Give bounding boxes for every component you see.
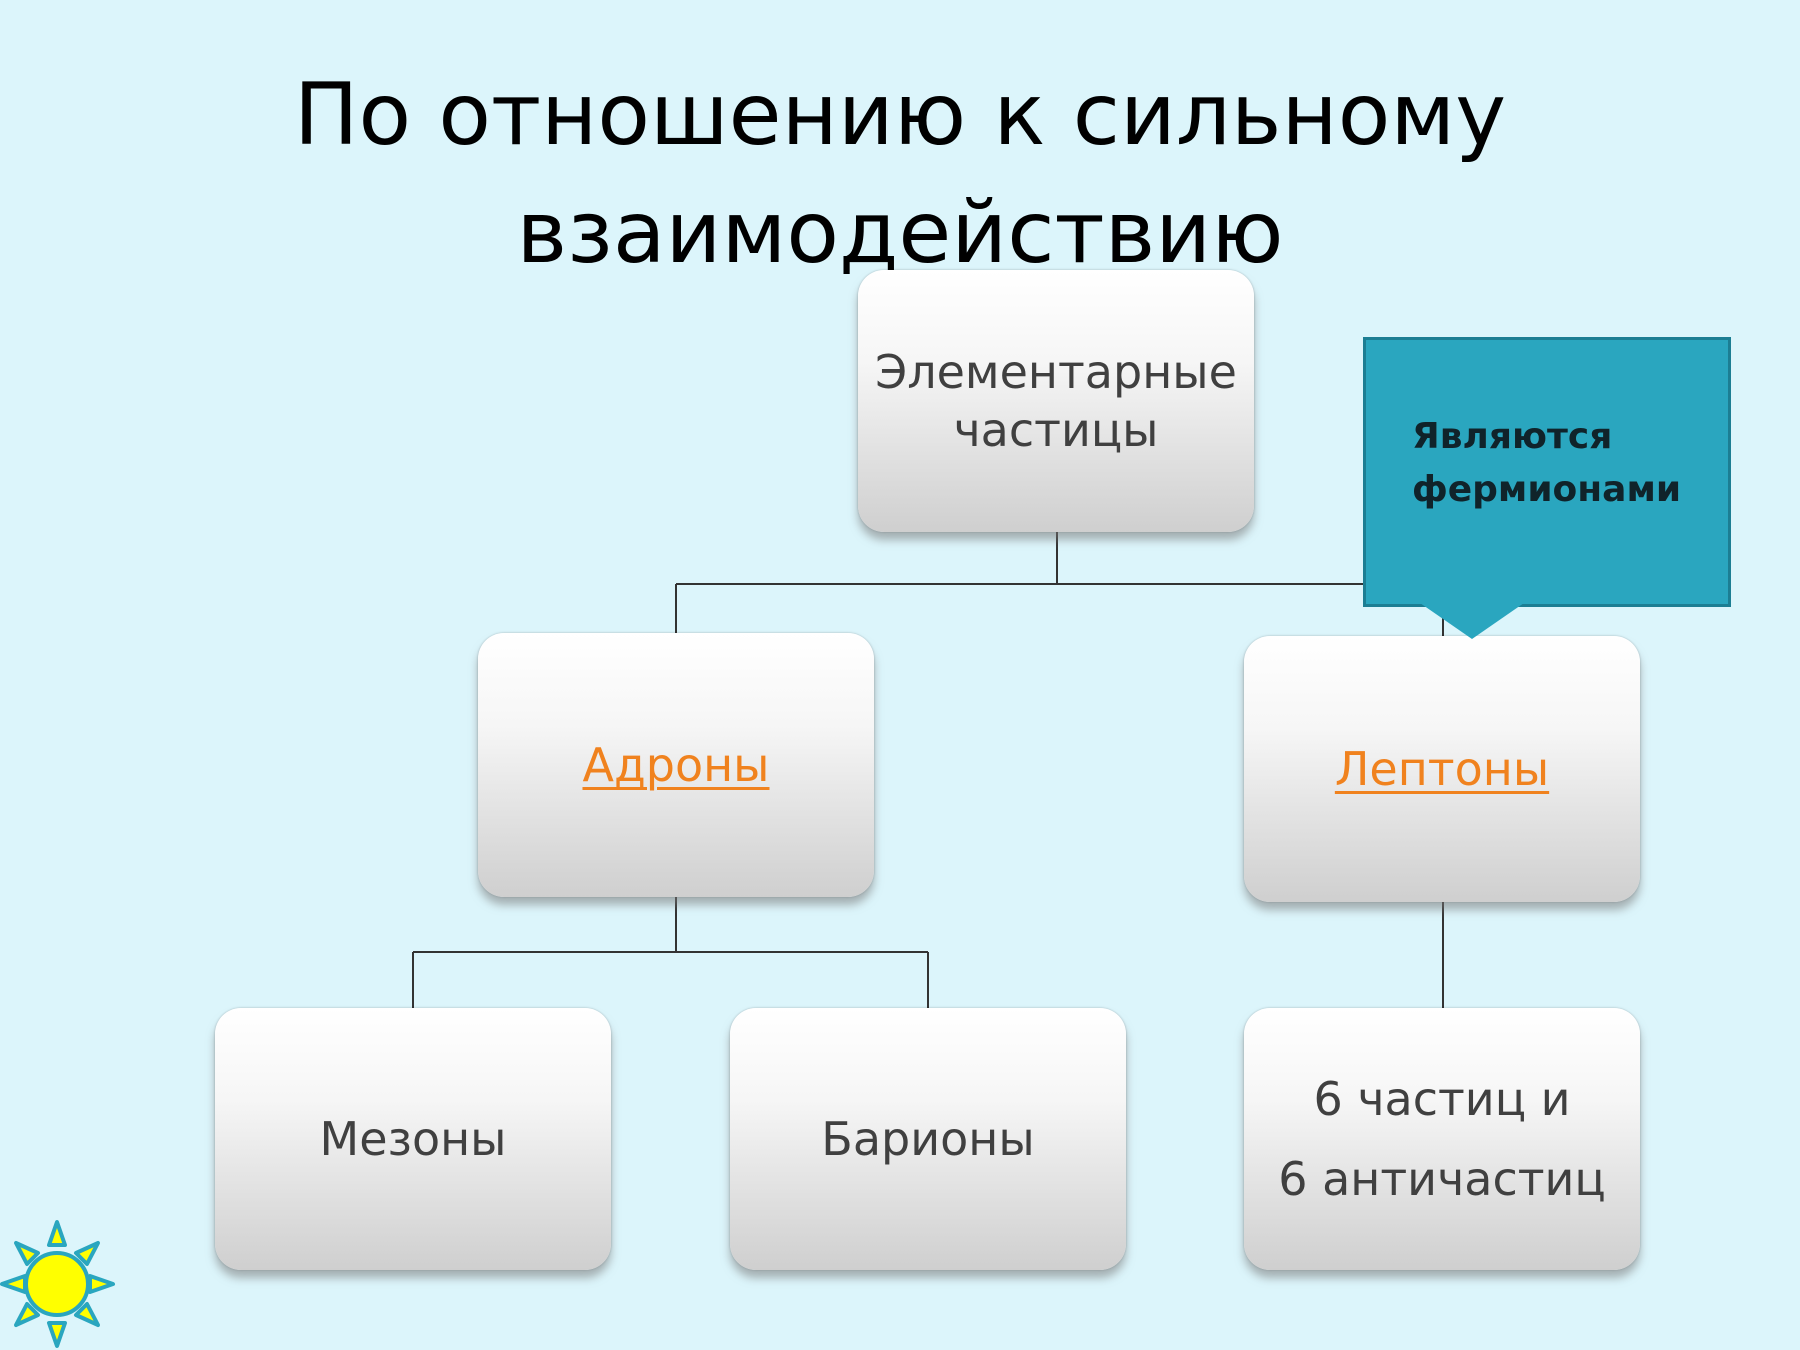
node-mesons-label: Мезоны xyxy=(319,1112,507,1166)
fermions-callout: Являются фермионами xyxy=(1363,337,1731,607)
slide-title-line1: По отношению к сильному xyxy=(293,65,1507,165)
slide-title-line2: взаимодействию xyxy=(516,183,1284,283)
fermions-callout-line1: Являются xyxy=(1412,416,1613,457)
fermions-callout-tail xyxy=(1420,603,1524,639)
node-baryons: Барионы xyxy=(730,1008,1126,1270)
node-elementary-particles: Элементарные частицы xyxy=(858,270,1254,532)
node-lepton-count-line1: 6 частиц и xyxy=(1313,1072,1571,1126)
node-hadrons: Адроны xyxy=(478,633,874,897)
sun-icon xyxy=(0,1220,115,1348)
node-lepton-count-line2: 6 античастиц xyxy=(1278,1152,1606,1206)
node-leptons: Лептоны xyxy=(1244,636,1640,902)
node-baryons-label: Барионы xyxy=(821,1112,1035,1166)
hadrons-link[interactable]: Адроны xyxy=(582,738,770,792)
node-elementary-particles-line1: Элементарные xyxy=(875,345,1237,399)
leptons-link[interactable]: Лептоны xyxy=(1334,742,1550,796)
slide-title: По отношению к сильному взаимодействию xyxy=(100,56,1700,292)
node-mesons: Мезоны xyxy=(215,1008,611,1270)
node-lepton-count: 6 частиц и 6 античастиц xyxy=(1244,1008,1640,1270)
node-elementary-particles-line2: частицы xyxy=(953,403,1159,457)
fermions-callout-line2: фермионами xyxy=(1412,469,1682,510)
